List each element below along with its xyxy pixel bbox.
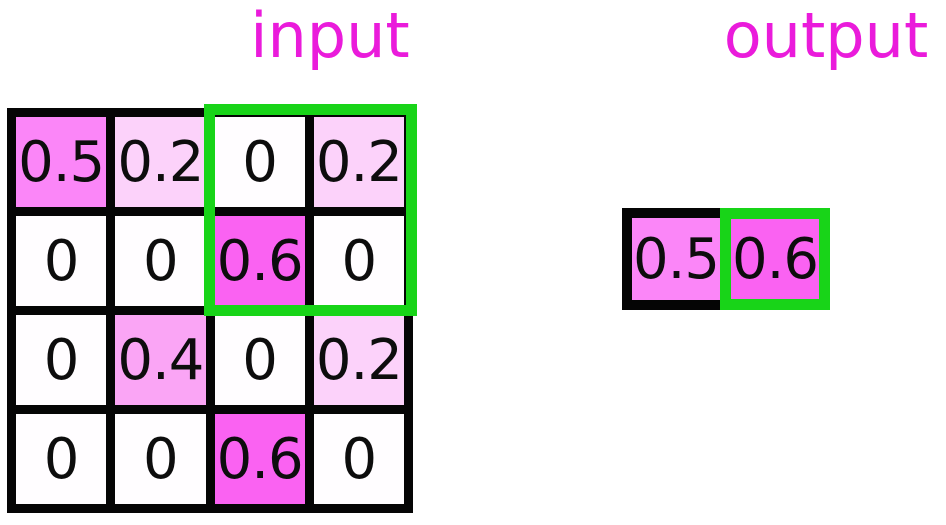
input-grid-cell: 0	[313, 216, 404, 306]
input-grid-cell: 0.6	[214, 414, 305, 504]
input-grid-cell: 0.5	[16, 117, 107, 207]
input-grid-cell: 0.2	[313, 117, 404, 207]
output-cell-highlighted: 0.6	[720, 208, 830, 310]
output-cell: 0.5	[622, 208, 730, 310]
input-grid-cell: 0	[115, 216, 206, 306]
input-grid-cell: 0	[214, 315, 305, 405]
input-grid-cell: 0	[16, 414, 107, 504]
input-grid-cell: 0.6	[214, 216, 305, 306]
output-grid: 0.5 0.6	[622, 208, 830, 310]
output-title: output	[723, 0, 929, 72]
input-grid-cell: 0	[16, 315, 107, 405]
input-grid-cell: 0	[115, 414, 206, 504]
input-grid-cell: 0	[214, 117, 305, 207]
input-grid-cell: 0.4	[115, 315, 206, 405]
input-grid-cell: 0	[16, 216, 107, 306]
input-grid-cell: 0.2	[313, 315, 404, 405]
input-grid-cell: 0	[313, 414, 404, 504]
input-title: input	[250, 0, 410, 72]
pooling-window-highlight	[204, 104, 417, 316]
input-grid-cell: 0.2	[115, 117, 206, 207]
